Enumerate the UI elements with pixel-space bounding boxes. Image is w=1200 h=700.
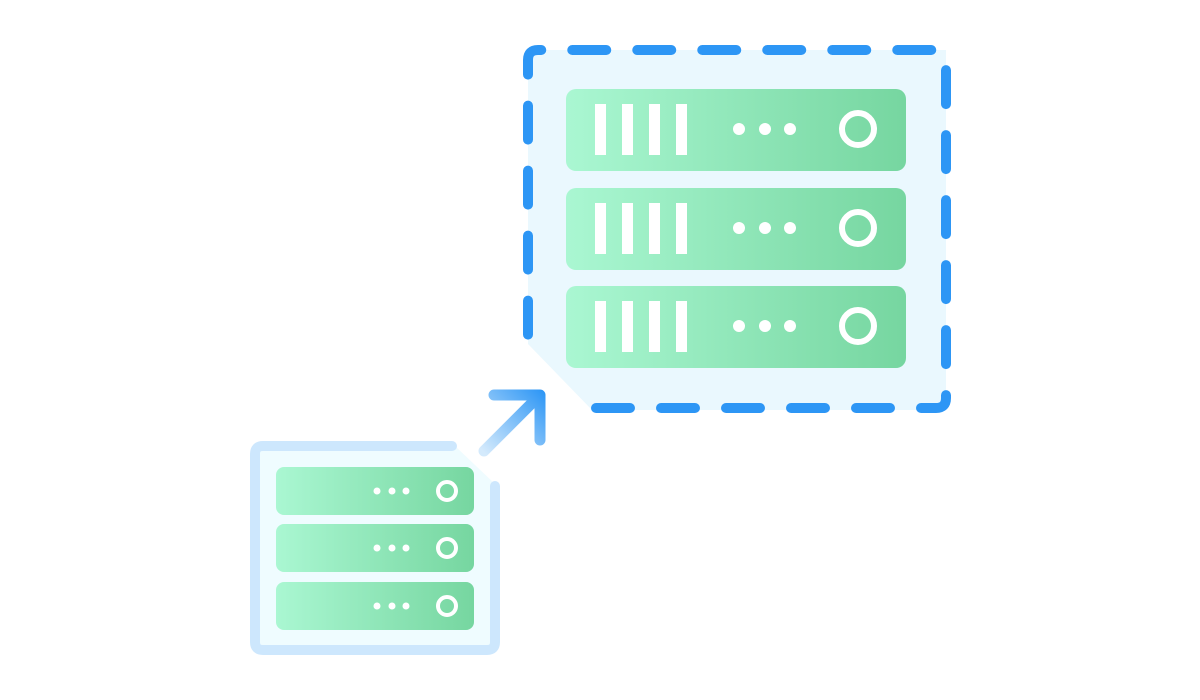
status-dot bbox=[402, 487, 410, 495]
status-dot bbox=[784, 123, 796, 135]
server-unit bbox=[566, 188, 906, 270]
vent-slot bbox=[676, 203, 687, 254]
status-dot bbox=[784, 320, 796, 332]
power-button-icon bbox=[839, 307, 877, 345]
status-dot bbox=[373, 487, 381, 495]
status-dot bbox=[733, 320, 745, 332]
vent-slot bbox=[676, 104, 687, 155]
status-dot bbox=[373, 544, 381, 552]
vent-slot bbox=[595, 203, 606, 254]
vent-slot bbox=[622, 203, 633, 254]
status-dot bbox=[759, 123, 771, 135]
server-unit bbox=[566, 286, 906, 368]
status-dot bbox=[733, 222, 745, 234]
status-dot bbox=[733, 123, 745, 135]
power-button-icon bbox=[436, 595, 458, 617]
server-unit bbox=[276, 524, 474, 572]
vent-slot bbox=[649, 301, 660, 352]
status-dot bbox=[759, 320, 771, 332]
server-unit bbox=[566, 89, 906, 171]
vent-slot bbox=[622, 104, 633, 155]
power-button-icon bbox=[436, 537, 458, 559]
small-server-rack-icon bbox=[250, 441, 500, 655]
status-dot bbox=[388, 544, 396, 552]
vent-slot bbox=[649, 104, 660, 155]
status-dot bbox=[759, 222, 771, 234]
small-panel-border bbox=[250, 441, 500, 655]
power-button-icon bbox=[839, 110, 877, 148]
status-dot bbox=[388, 602, 396, 610]
vent-slot bbox=[676, 301, 687, 352]
scale-arrow-icon bbox=[478, 389, 546, 457]
large-server-rack-icon bbox=[523, 45, 951, 413]
status-dot bbox=[784, 222, 796, 234]
vent-slot bbox=[595, 104, 606, 155]
status-dot bbox=[388, 487, 396, 495]
power-button-icon bbox=[436, 480, 458, 502]
vent-slot bbox=[649, 203, 660, 254]
server-unit bbox=[276, 467, 474, 515]
vent-slot bbox=[595, 301, 606, 352]
dashed-border bbox=[523, 45, 951, 413]
status-dot bbox=[373, 602, 381, 610]
server-unit bbox=[276, 582, 474, 630]
power-button-icon bbox=[839, 209, 877, 247]
status-dot bbox=[402, 602, 410, 610]
status-dot bbox=[402, 544, 410, 552]
vent-slot bbox=[622, 301, 633, 352]
